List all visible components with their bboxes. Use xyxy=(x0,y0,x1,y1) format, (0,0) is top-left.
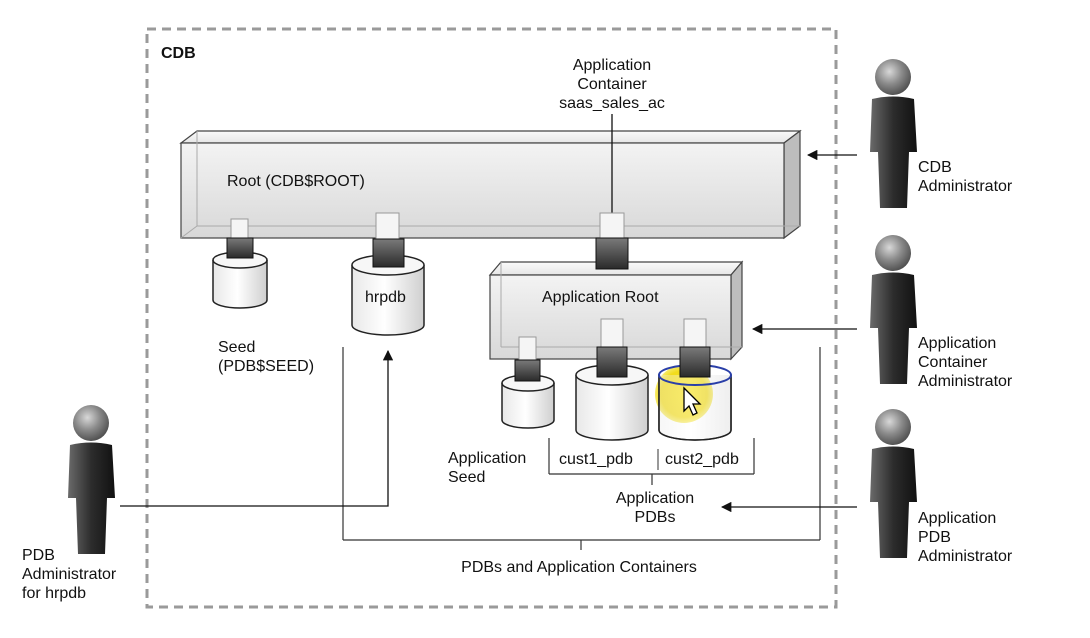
hrpdb-label: hrpdb xyxy=(365,289,406,306)
seed-label-line1: Seed xyxy=(218,339,255,356)
cust2-plug-icon xyxy=(679,318,711,378)
app-container-label-line3: saas_sales_ac xyxy=(559,95,665,112)
root-container-box xyxy=(179,129,802,240)
app-container-admin-label-line1: Application xyxy=(918,335,996,352)
app-root-plug-icon xyxy=(595,212,629,270)
app-seed-plug-icon xyxy=(514,336,541,382)
app-container-admin-person-icon xyxy=(870,235,917,384)
app-pdb-admin-label-line1: Application xyxy=(918,510,996,527)
hrpdb-plug-icon xyxy=(372,212,405,268)
cust1-plug-icon xyxy=(596,318,628,378)
pdbs-and-app-label: PDBs and Application Containers xyxy=(461,559,697,576)
root-label: Root (CDB$ROOT) xyxy=(227,173,365,190)
seed-cylinder xyxy=(212,251,268,309)
cdb-label: CDB xyxy=(161,45,196,62)
cdb-admin-label-line2: Administrator xyxy=(918,178,1013,195)
app-container-label-line1: Application xyxy=(573,57,651,74)
app-container-admin-label-line3: Administrator xyxy=(918,373,1013,390)
app-pdbs-bracket xyxy=(548,438,755,485)
app-seed-label-line1: Application xyxy=(448,450,526,467)
cdb-boundary xyxy=(145,27,838,609)
mouse-cursor-icon xyxy=(683,386,702,416)
app-root-label: Application Root xyxy=(542,289,659,306)
cdb-admin-person-icon xyxy=(870,59,917,208)
pdb-admin-person-icon xyxy=(68,405,115,554)
pdb-admin-label-line2: Administrator xyxy=(22,566,117,583)
cdb-admin-label-line1: CDB xyxy=(918,159,952,176)
app-container-label-line2: Container xyxy=(577,76,647,93)
seed-plug-icon xyxy=(226,218,254,259)
pdb-admin-label-line3: for hrpdb xyxy=(22,585,86,602)
app-seed-cylinder xyxy=(501,374,555,429)
pdb-admin-label-line1: PDB xyxy=(22,547,55,564)
app-container-admin-label-line2: Container xyxy=(918,354,988,371)
app-pdb-admin-label-line2: PDB xyxy=(918,529,951,546)
pdbs-and-app-bracket xyxy=(342,347,821,550)
cust1-label: cust1_pdb xyxy=(559,451,633,468)
cust2-label: cust2_pdb xyxy=(665,451,739,468)
app-pdbs-label-line1: Application xyxy=(616,490,694,507)
app-seed-label-line2: Seed xyxy=(448,469,485,486)
app-pdb-admin-person-icon xyxy=(870,409,917,558)
seed-label-line2: (PDB$SEED) xyxy=(218,358,314,375)
pdb-admin-arrow xyxy=(120,349,394,507)
app-pdb-admin-label-line3: Administrator xyxy=(918,548,1013,565)
app-pdbs-label-line2: PDBs xyxy=(635,509,676,526)
